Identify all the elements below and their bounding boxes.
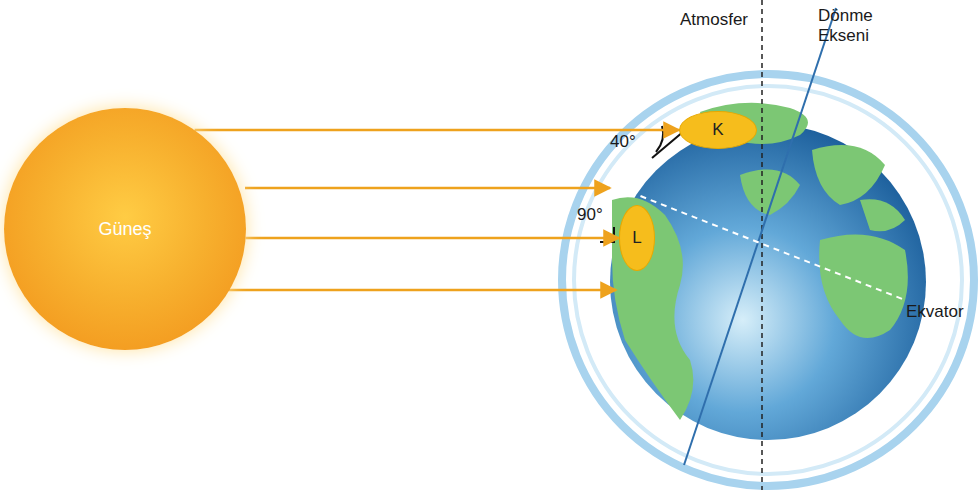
- sun-ray: [215, 289, 616, 292]
- node-text: L: [632, 228, 641, 248]
- right-angle-mark: [600, 227, 614, 242]
- angle-arc: [656, 126, 663, 152]
- node-text: Güneş: [98, 219, 151, 240]
- atmosphere-inner: [574, 86, 962, 474]
- layer-label: Atmosfer: [680, 10, 760, 30]
- angle-label: 90°: [577, 205, 617, 225]
- region-ellipse: K: [679, 111, 757, 149]
- equator-line: [620, 188, 905, 300]
- right-angle-dot: [605, 232, 609, 236]
- axis-label: Dönme Ekseni: [818, 6, 898, 47]
- sun-ray: [246, 237, 619, 240]
- sun-ray: [245, 187, 610, 190]
- region-ellipse: L: [619, 205, 655, 271]
- vertical-reference: [761, 0, 763, 490]
- node-text: K: [712, 120, 723, 140]
- equator-label: Ekvator: [906, 302, 978, 322]
- earth: [610, 124, 926, 440]
- sun-circle: Güneş: [4, 108, 246, 350]
- sun-ray: [195, 129, 679, 132]
- atmosphere-outer: [562, 74, 974, 486]
- continents: [612, 103, 908, 420]
- rotation-axis: [684, 8, 836, 465]
- angle-label: 40°: [610, 132, 650, 152]
